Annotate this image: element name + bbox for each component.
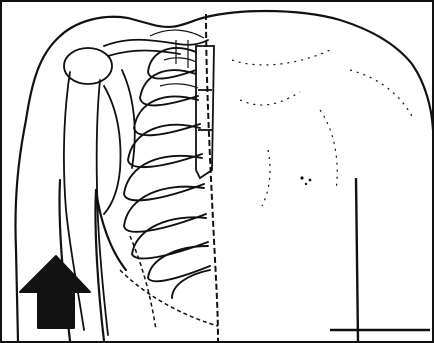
skin-detail — [232, 50, 414, 206]
skin-nipple — [300, 176, 311, 185]
abdomen-lines — [120, 236, 218, 330]
right-torso-edge — [330, 178, 430, 341]
midline-edge — [206, 14, 218, 341]
arrow-icon — [20, 256, 90, 328]
